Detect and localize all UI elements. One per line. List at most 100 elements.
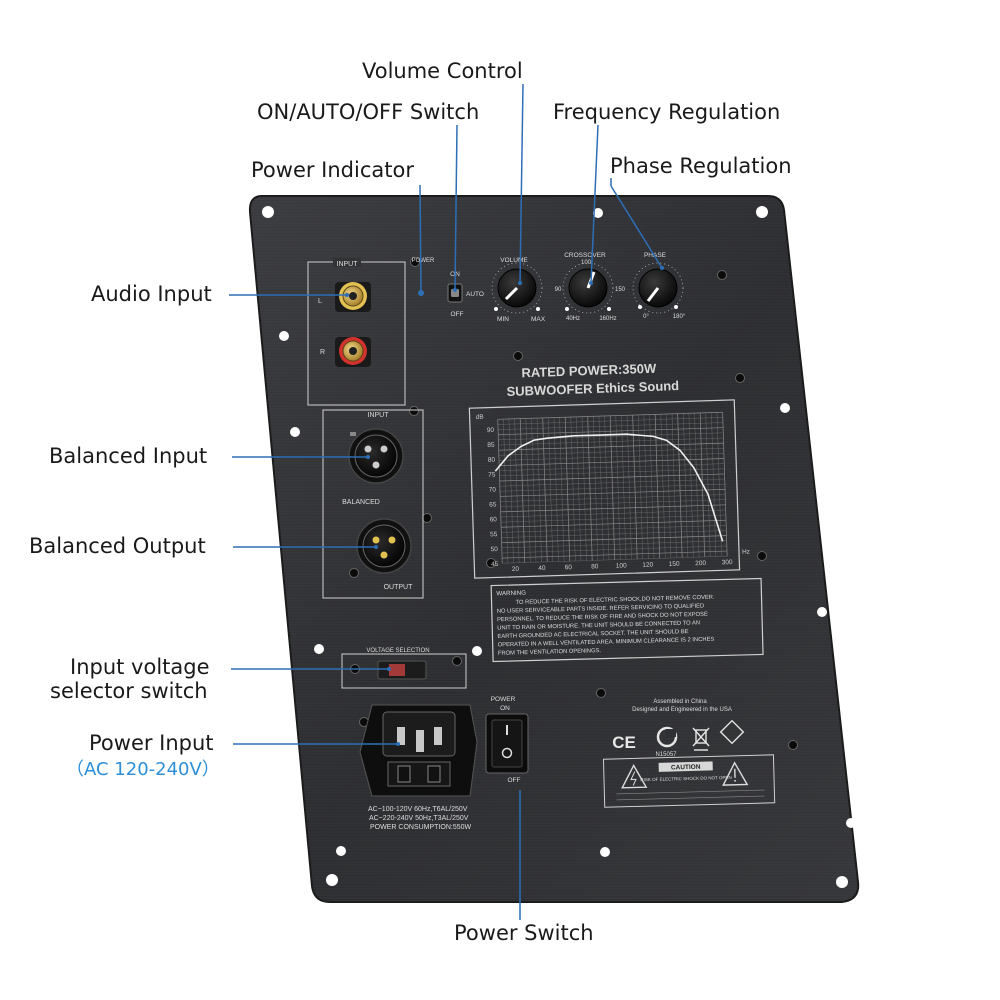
grid-line-horizontal (501, 525, 727, 533)
mounting-holes (262, 206, 856, 888)
callout-on-auto-off-switch: ON/AUTO/OFF Switch (257, 100, 480, 124)
graph-frame (468, 399, 741, 579)
assembled-in-label: Assembled in China (653, 699, 707, 705)
warning-frame (490, 577, 764, 663)
warning-line: OPERATED IN A WELL VENTILATED AREA. MINI… (498, 637, 715, 649)
grid-line-horizontal (499, 463, 725, 471)
y-tick-label: 90 (487, 427, 495, 434)
rohs-mark-icon (719, 719, 745, 745)
xlr-output-label: OUTPUT (384, 584, 414, 591)
power-rating-line1: AC~100-120V 60Hz,T6AL/250V (368, 806, 468, 813)
y-tick-label: 85 (487, 442, 495, 449)
warning-title: WARNING (496, 590, 526, 598)
grid-line-horizontal (501, 519, 727, 528)
voltage-selector-switch[interactable] (377, 660, 427, 680)
grid-line-horizontal (501, 545, 727, 554)
power-rocker-switch[interactable] (485, 713, 529, 774)
rca-right-label: R (320, 349, 325, 356)
volume-min-label: MIN (497, 316, 509, 323)
rca-right-jack[interactable] (335, 337, 371, 367)
grid-line-horizontal (499, 478, 725, 487)
xlr-output-jack[interactable] (356, 518, 412, 574)
y-tick-label: 55 (490, 531, 498, 538)
grid-line-horizontal (501, 530, 727, 538)
xlr-balanced-label: BALANCED (342, 499, 380, 506)
crossover-90-label: 90 (555, 287, 562, 293)
power-indicator-label: POWER (412, 258, 435, 264)
warning-line: TO REDUCE THE RISK OF ELECTRIC SHOCK,DO … (516, 595, 716, 606)
callout-frequency-regulation: Frequency Regulation (553, 100, 781, 124)
warning-line: FROM THE VENTILATION OPENINGS. (498, 648, 602, 657)
designed-in-label: Designed and Engineered in the USA (632, 707, 732, 713)
crossover-40-label: 40Hz (566, 316, 580, 322)
y-tick-label: 70 (489, 486, 497, 493)
y-tick-label: 60 (490, 516, 498, 523)
grid-line-horizontal (502, 556, 728, 564)
frequency-knob[interactable] (562, 262, 614, 314)
rocker-power-label: POWER (491, 696, 516, 703)
xlr-input-jack[interactable] (348, 428, 404, 484)
voltage-selector-frame (341, 653, 467, 689)
phase-knob[interactable] (632, 262, 684, 314)
power-inlet[interactable] (359, 704, 478, 797)
x-tick-label: 80 (591, 563, 599, 570)
x-tick-label: 150 (669, 561, 680, 568)
warning-line: PERSONNEL. TO REDUCE THE RISK OF FIRE AN… (497, 612, 708, 624)
crossover-160-label: 160Hz (599, 316, 616, 322)
grid-line-horizontal (501, 540, 727, 548)
grid-line-horizontal (499, 484, 725, 492)
rca-left-label: L (318, 298, 322, 305)
x-tick-label: 40 (538, 565, 546, 572)
y-tick-label: 50 (490, 546, 498, 553)
rca-input-label: INPUT (337, 261, 359, 268)
power-consumption-label: POWER CONSUMPTION:550W (370, 824, 472, 831)
crossover-150-label: 150 (615, 287, 626, 293)
x-tick-label: 300 (722, 559, 733, 566)
grid-line-horizontal (498, 432, 724, 441)
caution-title: CAUTION (671, 764, 701, 772)
rocker-off-label: OFF (508, 777, 521, 784)
y-tick-label: 45 (491, 561, 499, 568)
callout-balanced-input: Balanced Input (49, 444, 208, 468)
grid-line-horizontal (499, 473, 725, 482)
callout-balanced-output: Balanced Output (29, 534, 206, 558)
graph-y-axis-label: dB (476, 414, 484, 421)
grid-line-horizontal (499, 453, 724, 461)
caution-frame (602, 754, 776, 808)
graph-x-unit-label: Hz (742, 548, 750, 555)
phase-label: PHASE (644, 252, 667, 259)
grid-line-horizontal (499, 468, 725, 477)
subwoofer-brand-text: SUBWOOFER Ethics Sound (506, 378, 679, 399)
callout-input-voltage-line2: selector switch (50, 679, 208, 703)
grid-line-horizontal (498, 442, 724, 451)
leader-lines (229, 83, 663, 920)
grid-line-horizontal (498, 437, 724, 446)
grid-line-horizontal (500, 514, 726, 523)
frequency-response-curve (494, 433, 724, 542)
phase-180-label: 180° (673, 314, 686, 320)
callout-power-input: Power Input (89, 731, 214, 755)
rca-left-jack[interactable] (335, 282, 371, 312)
callout-input-voltage-line1: Input voltage (70, 655, 210, 679)
ce-mark: CE (612, 733, 636, 752)
callout-volume-control: Volume Control (362, 59, 523, 83)
power-rating-line2: AC~220-240V 50Hz,T3AL/250V (369, 815, 469, 822)
warning-line: UNIT TO RAIN OR MOISTURE. THE UNIT SHOUL… (497, 620, 700, 631)
grid-line-horizontal (500, 504, 726, 513)
callout-audio-input: Audio Input (91, 282, 212, 306)
grid-line-horizontal (500, 499, 726, 507)
grid-line-horizontal (497, 417, 723, 425)
callout-power-indicator: Power Indicator (251, 158, 414, 182)
voltage-selection-label: VOLTAGE SELECTION (366, 648, 429, 654)
x-tick-label: 200 (695, 560, 706, 567)
x-tick-label: 60 (565, 564, 573, 571)
weee-bin-icon (692, 727, 710, 751)
grid-line-horizontal (498, 448, 724, 456)
on-auto-off-switch[interactable] (447, 283, 463, 303)
grid-line-horizontal (500, 494, 726, 502)
volume-knob[interactable] (491, 262, 543, 314)
crossover-label: CROSSOVER (564, 252, 606, 259)
grid-line-horizontal (498, 427, 724, 436)
lightning-warning-icon (621, 764, 648, 789)
